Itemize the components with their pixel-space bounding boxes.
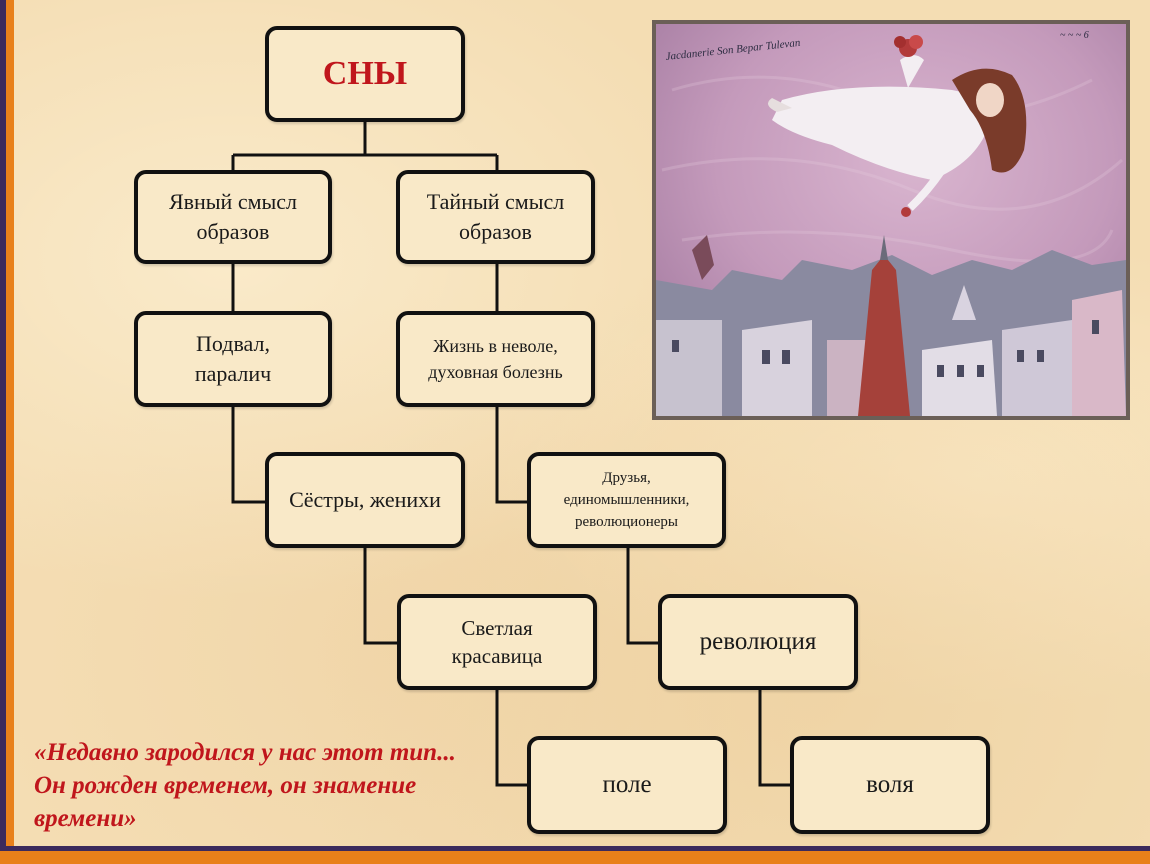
node-sisters-label: Сёстры, женихи — [289, 487, 441, 512]
bottom-accent-bar-purple — [0, 846, 1150, 851]
painting-flying-figure — [768, 35, 1027, 217]
node-freedom-label: воля — [866, 771, 914, 798]
painting-inscription-right: ~ ~ ~ 6 — [1060, 30, 1089, 41]
left-accent-bar-purple — [0, 0, 6, 864]
node-revolution: революция — [658, 594, 858, 690]
node-friends: Друзья, единомышленники, революционеры — [527, 452, 726, 548]
node-basement-label: Подвал, паралич — [194, 331, 272, 386]
node-explicit-meaning: Явный смысл образов — [134, 170, 332, 264]
connector-revolution-freedom — [758, 688, 792, 787]
bottom-accent-bar-orange — [0, 851, 1150, 864]
connector-friends-revolution — [626, 546, 660, 645]
node-freedom: воля — [790, 736, 990, 834]
node-sisters: Сёстры, женихи — [265, 452, 465, 548]
node-captivity-label: Жизнь в неволе, духовная болезнь — [428, 336, 563, 382]
node-captivity: Жизнь в неволе, духовная болезнь — [396, 311, 595, 407]
node-friends-label: Друзья, единомышленники, революционеры — [563, 470, 690, 530]
diagram-title: СНЫ — [322, 55, 408, 92]
node-basement: Подвал, паралич — [134, 311, 332, 407]
node-secret-meaning: Тайный смысл образов — [396, 170, 595, 264]
node-field: поле — [527, 736, 727, 834]
connector-sisters-beauty — [363, 546, 399, 645]
left-accent-bar-orange — [6, 0, 14, 864]
painting-city — [656, 235, 1126, 416]
connector-beauty-field — [495, 688, 529, 787]
connector-basement-sisters — [231, 405, 267, 504]
quote-text: «Недавно зародился у нас этот тип... Он … — [34, 739, 456, 832]
node-field-label: поле — [602, 771, 652, 798]
connector-captivity-friends — [495, 405, 529, 504]
node-secret-meaning-label: Тайный смысл образов — [426, 189, 565, 244]
node-revolution-label: революция — [699, 628, 817, 655]
node-beauty: Светлая красавица — [397, 594, 597, 690]
node-explicit-meaning-label: Явный смысл образов — [168, 189, 298, 244]
diagram-title-box: СНЫ — [265, 26, 465, 122]
painting-flying-woman: Jacdanerie Son Bepar Tulevan ~ ~ ~ 6 — [652, 20, 1130, 420]
node-beauty-label: Светлая красавица — [451, 616, 543, 668]
